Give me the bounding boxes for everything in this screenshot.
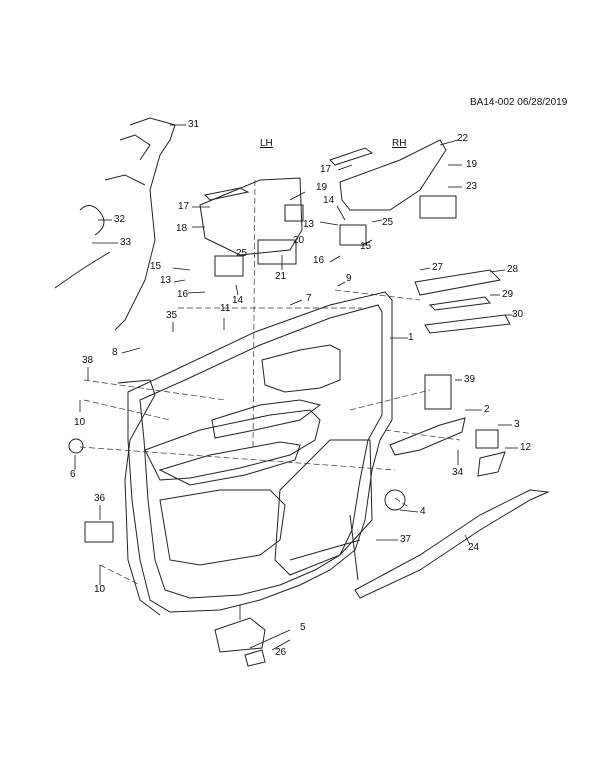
callout-28: 28 bbox=[507, 264, 519, 275]
callout-5: 5 bbox=[300, 622, 306, 633]
callout-23: 23 bbox=[466, 181, 478, 192]
callout-26: 26 bbox=[275, 647, 287, 658]
callout-1: 1 bbox=[408, 332, 414, 343]
callout-13-rh: 13 bbox=[303, 219, 315, 230]
callout-13-lh: 13 bbox=[160, 275, 172, 286]
callout-25-lh: 25 bbox=[236, 248, 248, 259]
callout-18: 18 bbox=[176, 223, 188, 234]
callout-7: 7 bbox=[306, 293, 312, 304]
trim-strip bbox=[354, 489, 550, 599]
callout-15-rh: 15 bbox=[360, 241, 372, 252]
lh-label: LH bbox=[260, 138, 273, 149]
callout-20: 20 bbox=[293, 235, 305, 246]
door-trim-panel bbox=[127, 291, 393, 613]
callout-16-lh: 16 bbox=[177, 289, 189, 300]
callout-14-lh: 14 bbox=[232, 295, 244, 306]
diagram-ref-code: BA14-002 06/28/2019 bbox=[470, 97, 568, 108]
callout-19-lh: 19 bbox=[316, 182, 328, 193]
callout-8: 8 bbox=[112, 347, 118, 358]
callout-19-rh: 19 bbox=[466, 159, 478, 170]
callout-2: 2 bbox=[484, 404, 490, 415]
callout-17-rh: 17 bbox=[320, 164, 332, 175]
callout-3: 3 bbox=[514, 419, 520, 430]
callout-9: 9 bbox=[346, 273, 352, 284]
lh-switch-bezel bbox=[199, 177, 303, 256]
callout-39: 39 bbox=[464, 374, 476, 385]
callout-14-rh: 14 bbox=[323, 195, 335, 206]
callout-36: 36 bbox=[94, 493, 106, 504]
wire-harness bbox=[114, 117, 176, 331]
callout-11: 11 bbox=[220, 303, 231, 314]
callout-34: 34 bbox=[452, 467, 464, 478]
callout-16-rh: 16 bbox=[313, 255, 325, 266]
callout-29: 29 bbox=[502, 289, 514, 300]
callout-21: 21 bbox=[275, 271, 287, 282]
callout-37: 37 bbox=[400, 534, 412, 545]
callout-38: 38 bbox=[82, 355, 94, 366]
callout-24: 24 bbox=[468, 542, 480, 553]
callout-30: 30 bbox=[512, 309, 524, 320]
callout-35: 35 bbox=[166, 310, 178, 321]
callout-10-lower: 10 bbox=[94, 584, 106, 595]
callout-27: 27 bbox=[432, 262, 444, 273]
callout-4: 4 bbox=[420, 506, 426, 517]
rh-label: RH bbox=[392, 138, 407, 149]
callout-17-lh: 17 bbox=[178, 201, 190, 212]
callout-10-upper: 10 bbox=[74, 417, 86, 428]
callout-32: 32 bbox=[114, 214, 126, 225]
callout-25-rh: 25 bbox=[382, 217, 394, 228]
callout-15-lh: 15 bbox=[150, 261, 162, 272]
callout-33: 33 bbox=[120, 237, 132, 248]
callout-12: 12 bbox=[520, 442, 532, 453]
callout-31: 31 bbox=[188, 119, 200, 130]
rh-switch-bezel bbox=[339, 139, 447, 211]
callout-22: 22 bbox=[457, 133, 469, 144]
callout-6: 6 bbox=[70, 469, 76, 480]
